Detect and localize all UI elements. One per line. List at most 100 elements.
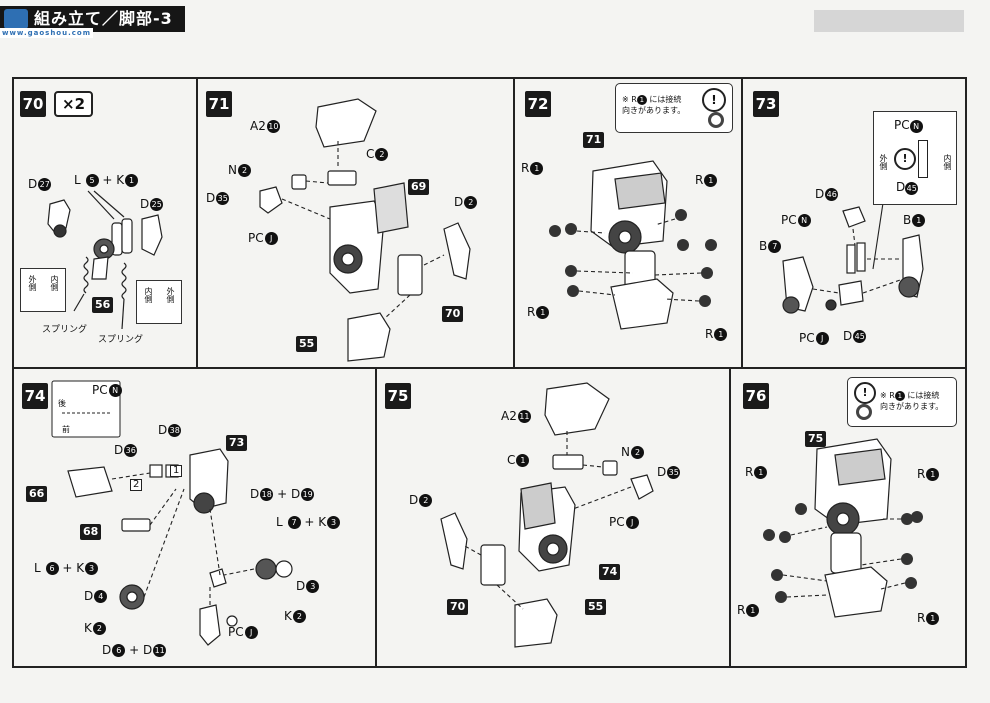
assembly-box-number: 1 <box>170 465 183 477</box>
step-76-illustration <box>763 438 923 618</box>
step-71-illustration <box>259 98 471 362</box>
part-number-tag: 66 <box>26 486 48 502</box>
step-75-illustration <box>440 382 654 648</box>
inner-side-label: 内側 <box>943 154 952 170</box>
caution-icon: ! <box>894 148 916 170</box>
step-70-illustration <box>47 190 163 330</box>
step-number: 75 <box>385 383 411 409</box>
part-number-tag: 70 <box>442 306 464 322</box>
part-number-tag: 71 <box>583 132 605 148</box>
step-number: 70 <box>20 91 46 117</box>
grid-v4 <box>375 367 377 668</box>
step-number: 76 <box>743 383 769 409</box>
spring-label: スプリング <box>42 325 88 335</box>
section-title-tag: 組み立て／脚部-3 www.gaoshou.com <box>0 6 185 38</box>
grid-right <box>965 77 967 668</box>
part-number-tag: 75 <box>805 431 827 447</box>
orientation-box-left: 外側 内側 <box>20 268 66 312</box>
part-number-tag: 69 <box>408 179 430 195</box>
grid-left <box>12 77 14 668</box>
ring-part-icon <box>856 404 872 420</box>
step-72-illustration <box>549 160 717 330</box>
part-number-tag: 74 <box>599 564 621 580</box>
grid-v3 <box>741 77 743 369</box>
part-number-tag: 56 <box>92 297 114 313</box>
front-label: 前 <box>62 425 70 434</box>
spring-label: スプリング <box>98 335 144 345</box>
step-number: 74 <box>22 383 48 409</box>
grid-v5 <box>729 367 731 668</box>
caution-icon: ! <box>702 88 726 112</box>
part-number-tag: 55 <box>585 599 607 615</box>
grid-v2 <box>513 77 515 369</box>
rear-label: 後 <box>58 399 66 408</box>
pc-part-icon <box>918 140 928 178</box>
grid-top <box>12 77 967 79</box>
watermark-logo <box>4 9 28 29</box>
page-header: 組み立て／脚部-3 www.gaoshou.com <box>0 0 990 48</box>
quantity-multiplier: ×2 <box>54 91 94 117</box>
part-number-tag: 68 <box>80 524 102 540</box>
assembly-box-number: 2 <box>130 479 143 491</box>
section-title: 組み立て／脚部-3 <box>34 9 173 28</box>
grid-middle <box>12 367 967 369</box>
watermark-url: www.gaoshou.com <box>0 28 94 38</box>
grid-bottom <box>12 666 967 668</box>
step-number: 71 <box>206 91 232 117</box>
outer-side-label: 外側 <box>879 154 888 170</box>
header-right-bar <box>814 10 964 32</box>
ring-part-icon <box>708 112 724 128</box>
part-number-tag: 55 <box>296 336 318 352</box>
step-73-illustration <box>782 202 924 314</box>
part-label: D45 <box>896 180 919 195</box>
orientation-box-right: 内側 外側 <box>136 280 182 324</box>
step-number: 72 <box>525 91 551 117</box>
